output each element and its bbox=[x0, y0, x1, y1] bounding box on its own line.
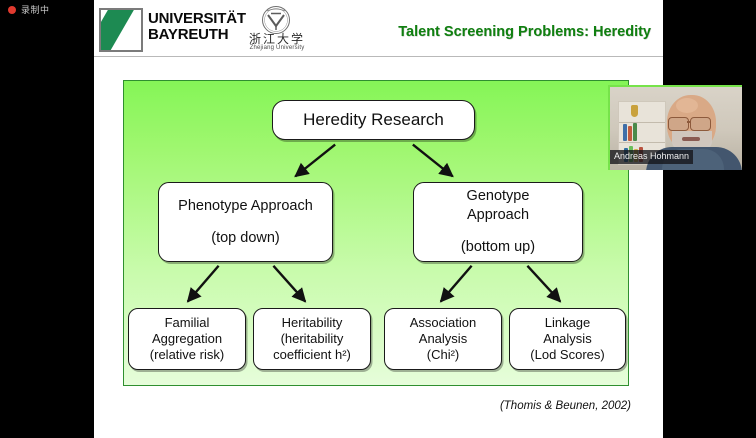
arrow-phenotype-to-familial bbox=[186, 265, 220, 303]
header-divider bbox=[94, 56, 663, 57]
university-bayreuth-logo-icon bbox=[99, 8, 143, 52]
node-association-analysis: Association Analysis (Chi²) bbox=[384, 308, 502, 370]
linkage-line-2: Analysis bbox=[543, 331, 592, 346]
node-heredity-research-label: Heredity Research bbox=[303, 110, 444, 129]
genotype-title-line-2: Approach bbox=[466, 207, 530, 223]
familial-line-1: Familial bbox=[164, 315, 210, 330]
recording-label: 录制中 bbox=[21, 5, 50, 15]
heritability-line-3: coefficient h²) bbox=[273, 347, 351, 362]
heredity-diagram-panel: Heredity Research Phenotype Approach (to… bbox=[123, 80, 629, 386]
trophy-object bbox=[631, 105, 638, 117]
arrow-genotype-to-linkage bbox=[526, 264, 562, 303]
recording-dot-icon bbox=[8, 6, 16, 14]
zhejiang-english-name: Zhejiang University bbox=[249, 45, 305, 51]
arrow-root-to-phenotype bbox=[294, 143, 336, 178]
phenotype-title: Phenotype Approach bbox=[178, 198, 313, 214]
arrow-phenotype-to-heritability bbox=[272, 264, 307, 303]
association-line-3: (Chi²) bbox=[426, 347, 460, 362]
slide-header: UNIVERSITÄT BAYREUTH 浙江大学 Zhejiang Unive… bbox=[94, 0, 663, 57]
heritability-line-1: Heritability bbox=[281, 315, 343, 330]
phenotype-subtitle: (top down) bbox=[211, 230, 280, 246]
eyeglass-right-lens bbox=[690, 117, 711, 131]
slide-title: Talent Screening Problems: Heredity bbox=[398, 24, 651, 40]
familial-line-2: Aggregation bbox=[151, 331, 223, 346]
arrow-genotype-to-association bbox=[439, 265, 473, 303]
arrow-root-to-genotype bbox=[412, 143, 454, 178]
genotype-title-line-1: Genotype bbox=[466, 188, 530, 204]
recording-indicator: 录制中 bbox=[8, 5, 50, 15]
node-linkage-analysis: Linkage Analysis (Lod Scores) bbox=[509, 308, 626, 370]
linkage-line-3: (Lod Scores) bbox=[530, 347, 605, 362]
linkage-line-1: Linkage bbox=[544, 315, 591, 330]
heritability-line-2: (heritability bbox=[280, 331, 344, 346]
bayreuth-line-1: UNIVERSITÄT bbox=[148, 10, 246, 27]
participant-mouth bbox=[682, 137, 700, 141]
eyeglass-left-lens bbox=[668, 117, 689, 131]
association-line-1: Association bbox=[409, 315, 477, 330]
eyeglass-bridge bbox=[687, 121, 691, 123]
university-bayreuth-wordmark: UNIVERSITÄT BAYREUTH bbox=[148, 11, 246, 43]
node-heritability: Heritability (heritability coefficient h… bbox=[253, 308, 371, 370]
participant-head-highlight bbox=[676, 98, 698, 113]
node-familial-aggregation: Familial Aggregation (relative risk) bbox=[128, 308, 246, 370]
zhejiang-seal-icon bbox=[262, 6, 290, 34]
familial-line-3: (relative risk) bbox=[149, 347, 225, 362]
bayreuth-line-2: BAYREUTH bbox=[148, 26, 229, 43]
node-genotype-approach: Genotype Approach (bottom up) bbox=[413, 182, 583, 262]
zhejiang-chinese-name: 浙江大学 bbox=[248, 32, 305, 46]
diagram-arrows-layer bbox=[186, 143, 562, 303]
zhejiang-university-logo: 浙江大学 Zhejiang University bbox=[240, 5, 314, 53]
genotype-subtitle: (bottom up) bbox=[460, 239, 536, 255]
node-heredity-research: Heredity Research bbox=[272, 100, 475, 140]
association-line-2: Analysis bbox=[418, 331, 468, 346]
presentation-slide: UNIVERSITÄT BAYREUTH 浙江大学 Zhejiang Unive… bbox=[94, 0, 663, 438]
node-phenotype-approach: Phenotype Approach (top down) bbox=[158, 182, 333, 262]
participant-name-label: Andreas Hohmann bbox=[610, 150, 694, 164]
slide-citation: (Thomis & Beunen, 2002) bbox=[499, 400, 631, 412]
webcam-video-tile[interactable]: Andreas Hohmann bbox=[608, 85, 742, 170]
bayreuth-stripe-shape bbox=[101, 10, 135, 50]
